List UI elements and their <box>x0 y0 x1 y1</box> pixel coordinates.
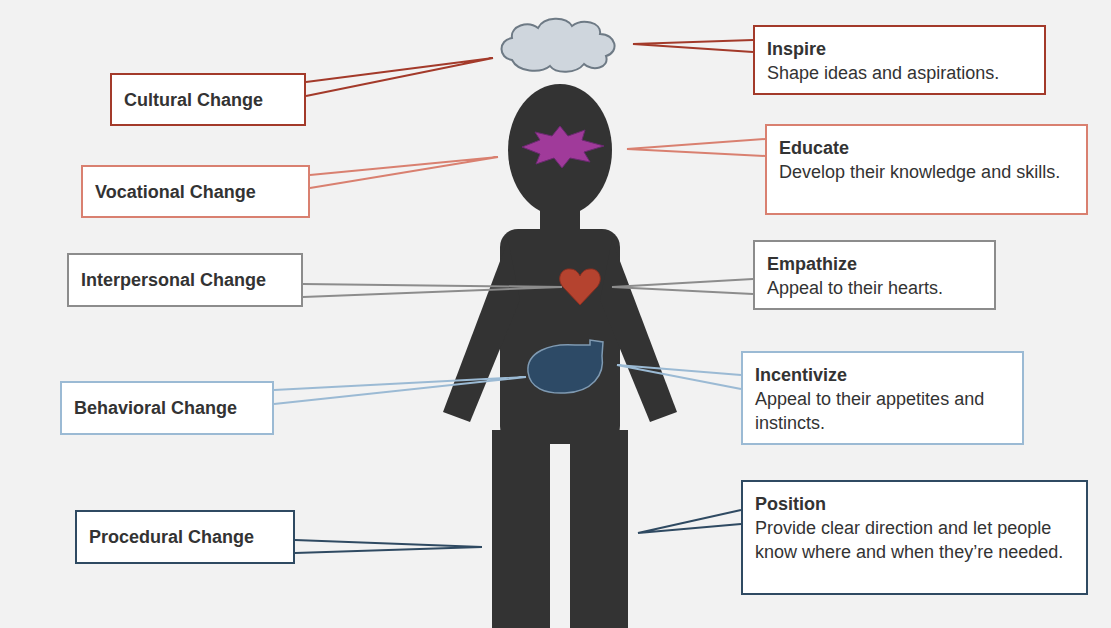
box-heading: Procedural Change <box>89 525 254 549</box>
thought-cloud <box>502 19 615 72</box>
leader-line <box>617 365 741 389</box>
leader-line <box>310 157 498 188</box>
box-heading: Cultural Change <box>124 88 263 112</box>
leader-line <box>303 284 562 297</box>
box-heading: Inspire <box>767 37 1032 61</box>
box-body: Appeal to their appetites and instincts. <box>755 387 1010 435</box>
box-heading: Vocational Change <box>95 180 256 204</box>
action-box: EducateDevelop their knowledge and skill… <box>765 124 1088 215</box>
action-box: InspireShape ideas and aspirations. <box>753 25 1046 95</box>
change-box: Vocational Change <box>81 165 310 218</box>
box-heading: Interpersonal Change <box>81 268 266 292</box>
leader-line <box>274 377 526 404</box>
box-heading: Empathize <box>767 252 982 276</box>
action-box: PositionProvide clear direction and let … <box>741 480 1088 595</box>
change-box: Behavioral Change <box>60 381 274 435</box>
action-box: IncentivizeAppeal to their appetites and… <box>741 351 1024 445</box>
brain-burst <box>522 126 604 168</box>
heart-symbol <box>560 269 601 305</box>
box-body: Provide clear direction and let people k… <box>755 516 1074 564</box>
change-box: Cultural Change <box>110 73 306 126</box>
action-box: EmpathizeAppeal to their hearts. <box>753 240 996 310</box>
box-body: Appeal to their hearts. <box>767 276 982 300</box>
stomach-symbol <box>528 340 603 393</box>
box-heading: Educate <box>779 136 1074 160</box>
leader-line <box>638 510 741 533</box>
change-box: Interpersonal Change <box>67 253 303 307</box>
change-box: Procedural Change <box>75 510 295 564</box>
box-heading: Behavioral Change <box>74 396 237 420</box>
leader-line <box>295 540 482 553</box>
box-body: Shape ideas and aspirations. <box>767 61 1032 85</box>
leader-line <box>306 58 493 96</box>
box-heading: Position <box>755 492 1074 516</box>
leader-line <box>612 279 753 294</box>
box-body: Develop their knowledge and skills. <box>779 160 1074 184</box>
box-heading: Incentivize <box>755 363 1010 387</box>
leader-line <box>633 40 753 52</box>
leader-line <box>627 139 765 156</box>
